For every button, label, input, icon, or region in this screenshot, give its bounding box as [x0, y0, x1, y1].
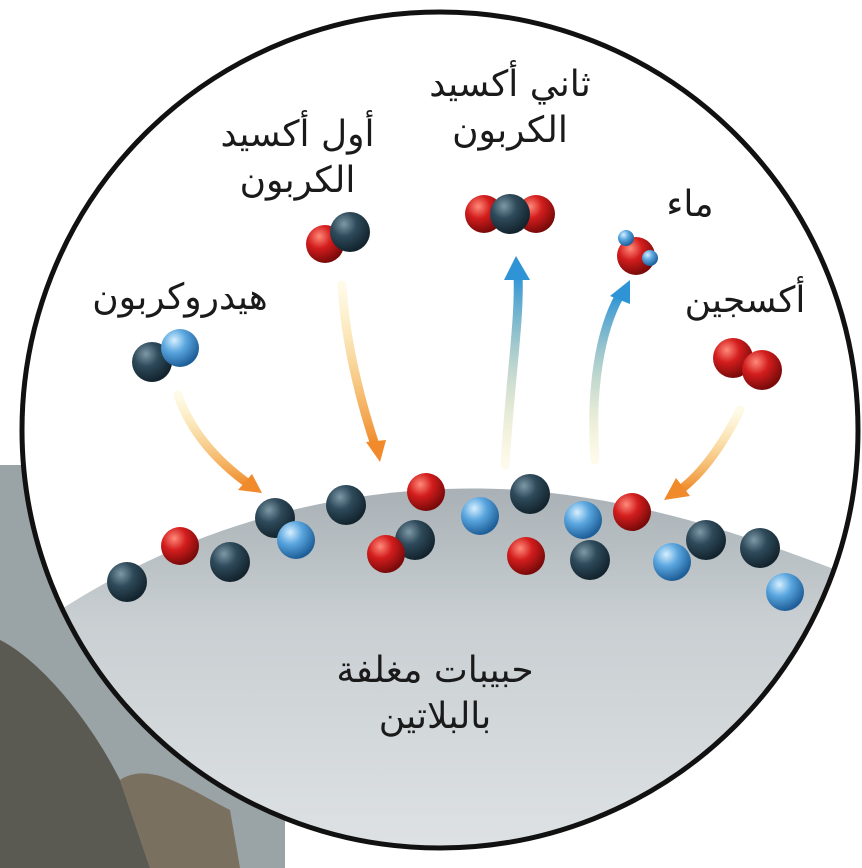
label-carbon-monoxide: أول أكسيد الكربون [195, 112, 400, 204]
label-hydrocarbon: هيدروكربون [60, 275, 300, 321]
label-platinum-granules: حبيبات مغلفة بالبلاتين [320, 648, 550, 740]
label-carbon-dioxide: ثاني أكسيد الكربون [405, 62, 615, 154]
label-water: ماء [640, 182, 740, 228]
molecule-carbon-dioxide [465, 194, 555, 234]
label-oxygen: أكسجين [655, 278, 835, 324]
